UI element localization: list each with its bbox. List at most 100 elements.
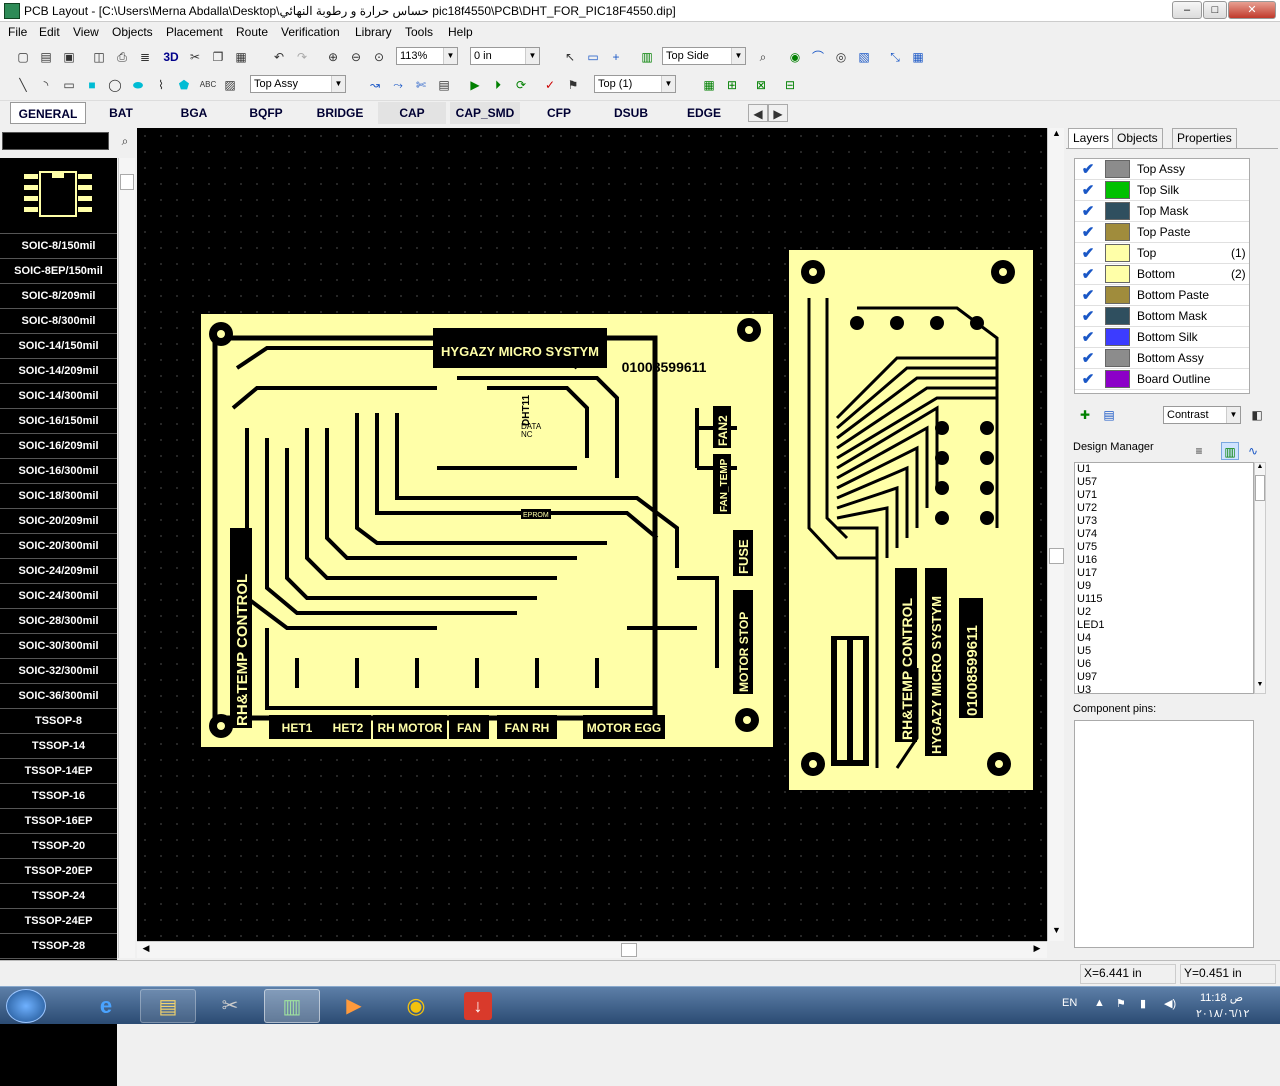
layer-color-swatch[interactable] xyxy=(1105,160,1130,178)
dm-item[interactable]: U9 xyxy=(1077,580,1092,592)
dm-filter-icon[interactable]: ≡ xyxy=(1195,444,1203,458)
tab-scroll-right-icon[interactable]: ▶ xyxy=(768,104,788,122)
layer-visible-check-icon[interactable]: ✔ xyxy=(1081,161,1095,178)
polygon-icon[interactable]: ⬟ xyxy=(178,78,190,92)
library-scroll-thumb[interactable] xyxy=(120,174,134,190)
menu-tools[interactable]: Tools xyxy=(405,25,434,39)
dm-item[interactable]: U57 xyxy=(1077,476,1098,488)
side-select[interactable]: Top Side▼ xyxy=(662,47,746,65)
layer-visible-check-icon[interactable]: ✔ xyxy=(1081,203,1095,220)
lib-tab-bqfp[interactable]: BQFP xyxy=(249,106,283,120)
copy-icon[interactable]: ❐ xyxy=(212,50,224,64)
arc-icon[interactable]: ◝ xyxy=(43,78,49,92)
layer-list[interactable]: ✔Top Assy✔Top Silk✔Top Mask✔Top Paste✔To… xyxy=(1074,158,1250,394)
layer-color-swatch[interactable] xyxy=(1105,349,1130,367)
undo-icon[interactable]: ↶ xyxy=(273,50,285,64)
part-item[interactable]: SOIC-36/300mil xyxy=(0,684,117,709)
pcb-canvas[interactable]: HYGAZY MICRO SYSTYM 01008599611 RH&TEMP … xyxy=(137,128,1047,941)
pcb-app-icon[interactable]: ▥ xyxy=(264,989,320,1023)
rectangle-icon[interactable]: ▭ xyxy=(63,78,75,92)
menu-route[interactable]: Route xyxy=(236,25,269,39)
dm-components-icon[interactable]: ▥ xyxy=(1221,442,1239,460)
scroll-right-icon[interactable]: ▶ xyxy=(1033,943,1041,953)
coord-input[interactable]: 0 in▼ xyxy=(470,47,540,65)
layer-row[interactable]: ✔Top(1) xyxy=(1075,243,1249,264)
lib-tab-general[interactable]: GENERAL xyxy=(10,102,86,124)
volume-icon[interactable]: ◀) xyxy=(1164,998,1177,1010)
dm-item[interactable]: U4 xyxy=(1077,632,1092,644)
autoroute-icon[interactable]: ⤳ xyxy=(393,78,403,92)
language-indicator[interactable]: EN xyxy=(1062,997,1078,1009)
dm-item[interactable]: U74 xyxy=(1077,528,1098,540)
layer-color-swatch[interactable] xyxy=(1105,286,1130,304)
via-icon[interactable]: ◉ xyxy=(789,50,801,64)
clock-date[interactable]: ٢٠١٨/٠٦/١٢ xyxy=(1196,1008,1250,1020)
canvas-vertical-scrollbar[interactable]: ▲ ▼ xyxy=(1047,128,1064,941)
lib-tab-bga[interactable]: BGA xyxy=(180,106,208,120)
snipping-icon[interactable]: ✂ xyxy=(221,995,239,1017)
part-item[interactable]: SOIC-32/300mil xyxy=(0,659,117,684)
save-icon[interactable]: ▣ xyxy=(63,50,75,64)
dm-item[interactable]: U17 xyxy=(1077,567,1098,579)
layer-visible-check-icon[interactable]: ✔ xyxy=(1081,266,1095,283)
part-item[interactable]: TSSOP-24 xyxy=(0,884,117,909)
part-item[interactable]: TSSOP-28 xyxy=(0,934,117,959)
part-item[interactable]: SOIC-8/150mil xyxy=(0,234,117,259)
layer-visible-check-icon[interactable]: ✔ xyxy=(1081,350,1095,367)
part-item[interactable]: TSSOP-24EP xyxy=(0,909,117,934)
route-icon[interactable]: ⌒ xyxy=(811,50,824,64)
layer-row[interactable]: ✔Bottom Silk xyxy=(1075,327,1249,348)
download-icon[interactable]: ↓ xyxy=(450,989,506,1023)
part-item[interactable]: SOIC-16/209mil xyxy=(0,434,117,459)
lib-tab-cap[interactable]: CAP xyxy=(378,102,446,124)
layer-visible-check-icon[interactable]: ✔ xyxy=(1081,182,1095,199)
zoom-in-icon[interactable]: ⊕ xyxy=(327,50,339,64)
open-icon[interactable]: ▤ xyxy=(40,50,52,64)
tab-layers[interactable]: Layers xyxy=(1068,128,1115,148)
dm-item[interactable]: U16 xyxy=(1077,554,1098,566)
bom-icon[interactable]: ⊠ xyxy=(755,78,767,92)
part-item[interactable]: SOIC-18/300mil xyxy=(0,484,117,509)
lib-tab-cap-smd[interactable]: CAP_SMD xyxy=(450,102,520,124)
zoom-fit-icon[interactable]: ⊙ xyxy=(373,50,385,64)
explorer-icon[interactable]: ▤ xyxy=(140,989,196,1023)
layer-color-swatch[interactable] xyxy=(1105,223,1130,241)
component-icon[interactable]: ▥ xyxy=(641,50,653,64)
copper-pour-icon[interactable]: ▧ xyxy=(858,50,870,64)
dm-item[interactable]: U2 xyxy=(1077,606,1092,618)
scroll-left-icon[interactable]: ◀ xyxy=(142,943,150,953)
tab-objects[interactable]: Objects xyxy=(1112,128,1163,148)
lib-tab-bridge[interactable]: BRIDGE xyxy=(316,106,364,120)
start-button[interactable] xyxy=(6,989,46,1023)
minimize-button[interactable]: – xyxy=(1172,1,1202,19)
lib-tab-edge[interactable]: EDGE xyxy=(686,106,721,120)
measure-icon[interactable]: ▭ xyxy=(587,50,599,64)
grid-icon[interactable]: ▦ xyxy=(912,50,924,64)
part-item[interactable]: SOIC-20/300mil xyxy=(0,534,117,559)
layer-select[interactable]: Top (1)▼ xyxy=(594,75,676,93)
scroll-up-icon[interactable]: ▲ xyxy=(1052,128,1061,138)
lib-tab-dsub[interactable]: DSUB xyxy=(613,106,648,120)
layer-color-swatch[interactable] xyxy=(1105,307,1130,325)
component-pins-list[interactable] xyxy=(1074,720,1254,948)
menu-help[interactable]: Help xyxy=(448,25,473,39)
menu-placement[interactable]: Placement xyxy=(166,25,223,39)
part-item[interactable]: SOIC-30/300mil xyxy=(0,634,117,659)
pad-icon[interactable]: ◎ xyxy=(835,50,847,64)
clock-time[interactable]: 11:18 ص xyxy=(1200,992,1244,1004)
layer-row[interactable]: ✔Board Outline xyxy=(1075,369,1249,390)
part-item[interactable]: TSSOP-16EP xyxy=(0,809,117,834)
layer-color-icon[interactable]: ◧ xyxy=(1251,408,1263,422)
zoom-out-icon[interactable]: ⊖ xyxy=(350,50,362,64)
pointer-icon[interactable]: ↖ xyxy=(564,50,576,64)
part-item[interactable]: TSSOP-20 xyxy=(0,834,117,859)
pcb-drawing[interactable]: HYGAZY MICRO SYSTYM 01008599611 RH&TEMP … xyxy=(137,128,1047,941)
layer-row[interactable]: ✔Top Mask xyxy=(1075,201,1249,222)
assy-layer-select[interactable]: Top Assy▼ xyxy=(250,75,346,93)
part-item[interactable]: SOIC-14/209mil xyxy=(0,359,117,384)
dm-nets-icon[interactable]: ∿ xyxy=(1247,444,1259,458)
unroute-icon[interactable]: ✄ xyxy=(415,78,427,92)
dm-item[interactable]: U3 xyxy=(1077,684,1092,694)
